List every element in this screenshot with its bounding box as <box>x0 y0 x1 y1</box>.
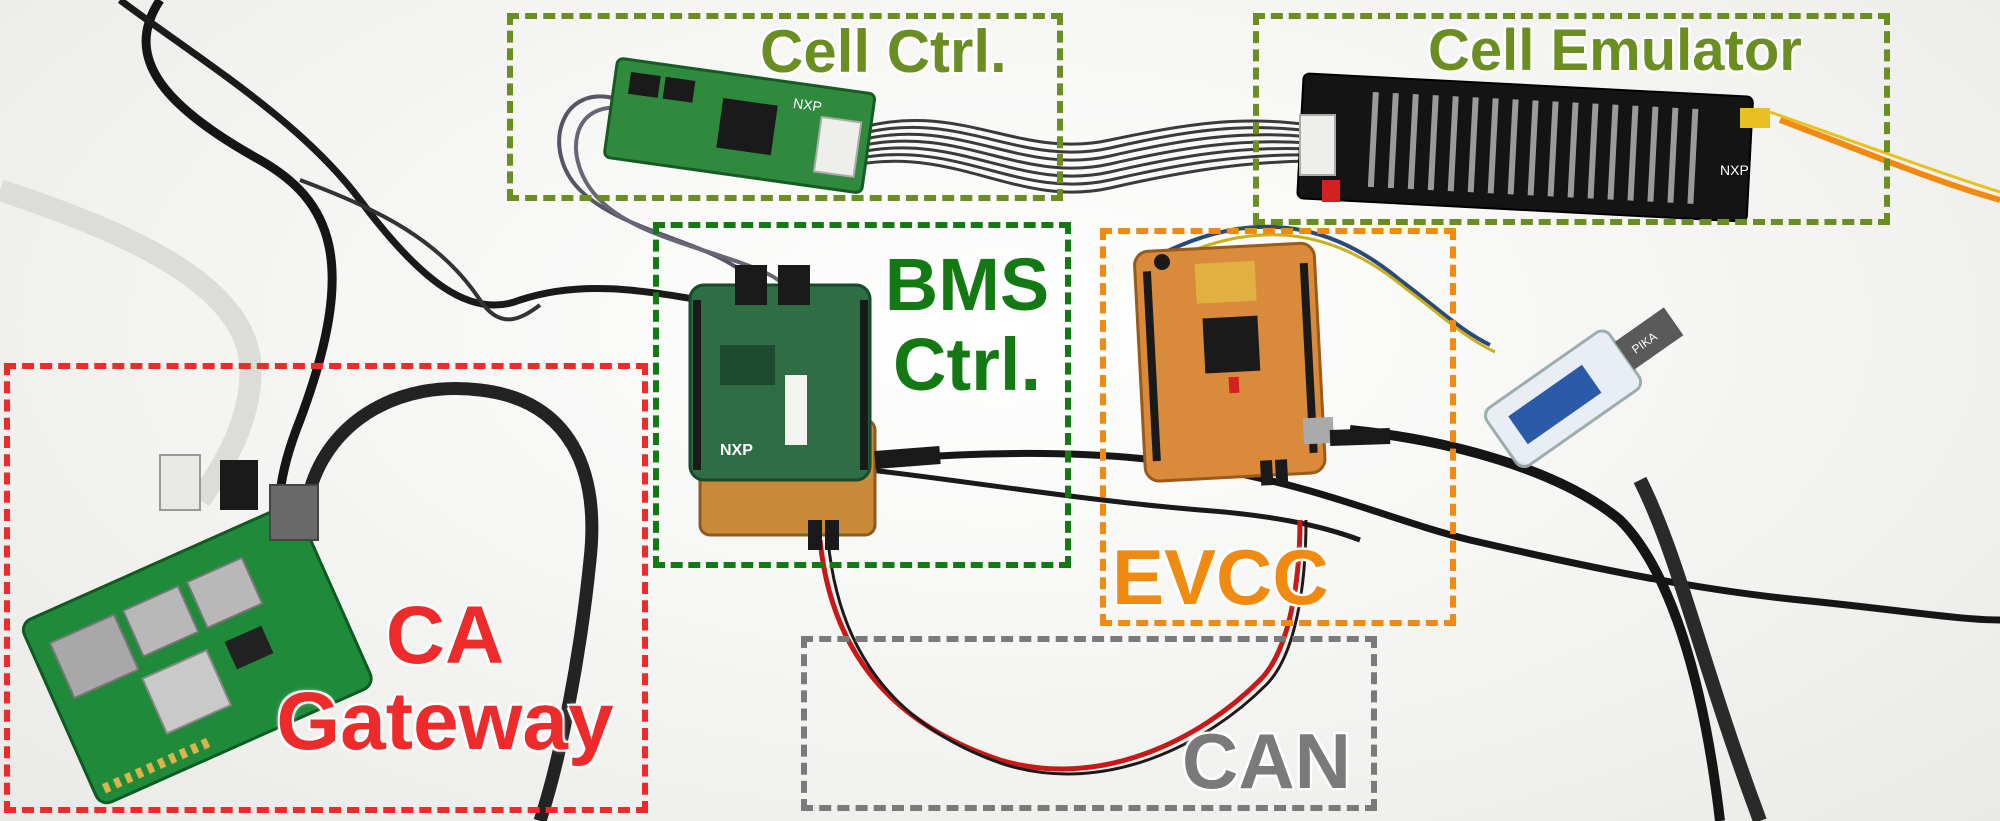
ethernet-plug <box>159 454 201 511</box>
usb-plug-1 <box>220 460 258 510</box>
can-wire-red <box>817 519 1303 772</box>
usb-plug-2 <box>269 484 319 541</box>
zone-bms-ctrl <box>653 222 1071 568</box>
zone-cell-ctrl <box>507 13 1063 201</box>
label-can: CAN <box>1182 717 1351 805</box>
black-cable-top-left-2 <box>117 0 701 309</box>
zone-can <box>801 636 1377 811</box>
label-ca-gateway: CA Gateway <box>270 595 620 763</box>
label-cell-emulator: Cell Emulator <box>1428 18 1802 83</box>
label-cell-ctrl: Cell Ctrl. <box>760 18 1007 85</box>
bms-nxp-mark: NXP <box>720 442 753 459</box>
cell-ctrl-nxp-mark: NXP <box>792 95 823 115</box>
can-wire-black <box>826 519 1308 776</box>
zone-ca-gateway <box>4 363 648 813</box>
cell-emulator-board: NXP <box>1296 72 1770 223</box>
braided-usb-cable-ca <box>303 382 599 821</box>
black-cable-top-left <box>141 0 337 563</box>
label-bms-line2: Ctrl. <box>893 323 1041 406</box>
cell-controller-board: NXP <box>603 57 877 194</box>
zone-cell-emulator <box>1253 13 1890 225</box>
evcc-barrel-plug <box>1329 428 1391 446</box>
orange-wire-right <box>1778 117 2000 203</box>
evcc-board <box>1133 241 1335 486</box>
bms-barrel-plug <box>874 446 941 469</box>
label-ca-line2: Gateway <box>276 676 614 767</box>
evcc-button <box>1154 254 1170 270</box>
label-bms-ctrl: BMS Ctrl. <box>872 248 1062 402</box>
label-ca-line1: CA <box>385 590 505 681</box>
black-cable-evcc-right <box>1349 425 1725 821</box>
braided-usb-cable-right <box>1633 476 1767 821</box>
bms-controller-board: NXP <box>688 265 877 550</box>
label-evcc: EVCC <box>1112 533 1329 621</box>
label-bms-line1: BMS <box>884 243 1050 326</box>
ribbon-cable <box>859 118 1311 194</box>
evcc-to-dongle-wire-2 <box>1154 233 1496 354</box>
usb-dongle: PIKA <box>1483 307 1684 469</box>
white-ethernet-cable <box>0 179 262 507</box>
thin-wire-left <box>299 178 542 322</box>
zone-evcc <box>1100 228 1456 626</box>
cell-emulator-nxp-mark: NXP <box>1720 162 1749 178</box>
cable-bms-evcc <box>869 467 1361 543</box>
raspberry-pi-board <box>21 504 373 805</box>
